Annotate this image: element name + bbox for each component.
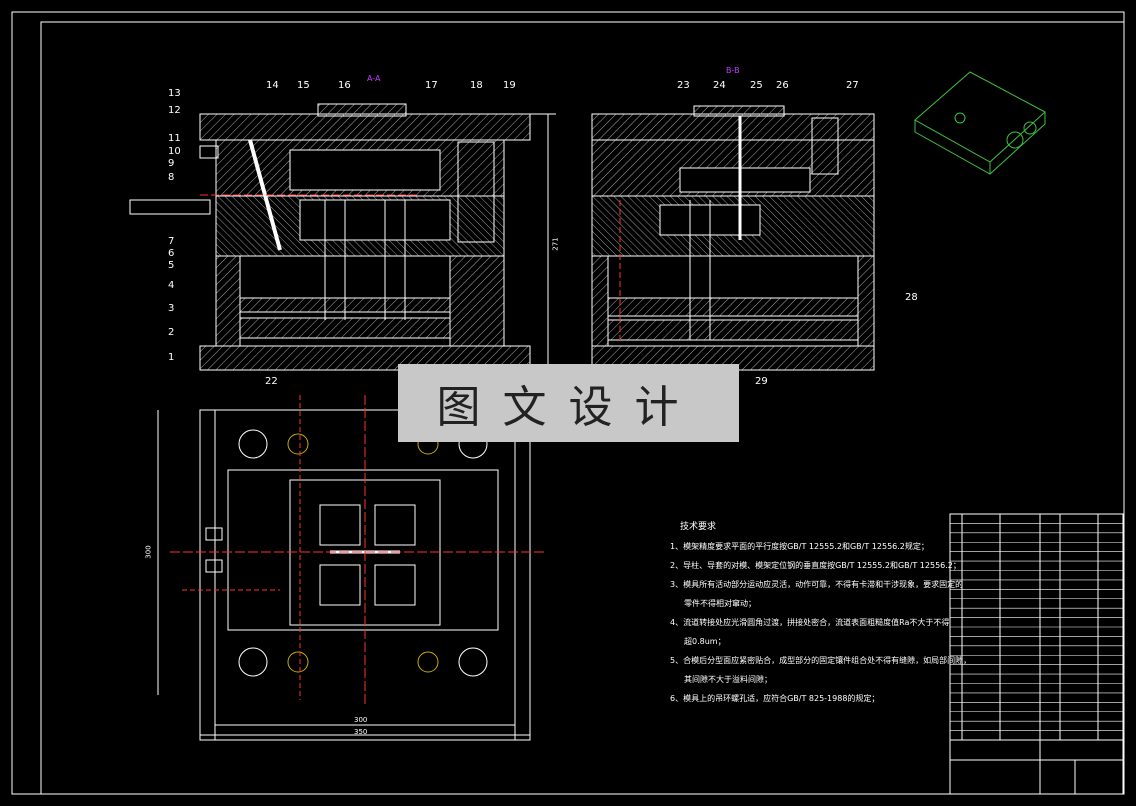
balloon-27: 27 bbox=[846, 80, 859, 91]
balloon-12: 12 bbox=[168, 105, 181, 116]
balloon-10: 10 bbox=[168, 146, 181, 157]
note-line: 4、流道转接处应光滑圆角过渡，拼接处密合，流道表面粗糙度值Ra不大于不得 bbox=[670, 618, 950, 627]
balloon-6: 6 bbox=[168, 248, 175, 259]
watermark-banner: 图文设计 bbox=[398, 364, 739, 442]
balloon-4: 4 bbox=[168, 280, 175, 291]
balloon-13: 13 bbox=[168, 88, 181, 99]
balloon-18: 18 bbox=[470, 80, 483, 91]
note-line: 2、导柱、导套的对模、模架定位钢的垂直度按GB/T 12555.2和GB/T 1… bbox=[670, 561, 961, 570]
section-a-view bbox=[129, 103, 556, 371]
note-line: 1、模架精度要求平面的平行度按GB/T 12555.2和GB/T 12556.2… bbox=[670, 542, 929, 551]
section-b-label: B-B bbox=[726, 66, 740, 75]
balloon-29: 29 bbox=[755, 376, 768, 387]
balloon-2: 2 bbox=[168, 327, 175, 338]
note-line: 5、合模后分型面应紧密贴合，成型部分的固定镶件组合处不得有缝隙，如局部间隙， bbox=[670, 656, 972, 665]
balloon-3: 3 bbox=[168, 303, 175, 314]
balloon-19: 19 bbox=[503, 80, 516, 91]
balloon-25: 25 bbox=[750, 80, 763, 91]
dim-width-inner: 300 bbox=[354, 716, 368, 724]
technical-requirements: 技术要求 1、模架精度要求平面的平行度按GB/T 12555.2和GB/T 12… bbox=[670, 518, 971, 708]
balloon-28: 28 bbox=[905, 292, 918, 303]
balloon-17: 17 bbox=[425, 80, 438, 91]
balloon-24: 24 bbox=[713, 80, 726, 91]
notes-title: 技术要求 bbox=[680, 522, 717, 532]
balloon-9: 9 bbox=[168, 158, 175, 169]
watermark-text: 图文设计 bbox=[436, 382, 701, 433]
balloon-15: 15 bbox=[297, 80, 310, 91]
plan-view bbox=[157, 395, 545, 741]
dim-width-outer: 350 bbox=[354, 728, 368, 736]
balloon-26: 26 bbox=[776, 80, 789, 91]
inner-border bbox=[40, 21, 1125, 795]
title-block-rows bbox=[950, 523, 1123, 731]
balloon-7: 7 bbox=[168, 236, 175, 247]
balloon-5: 5 bbox=[168, 260, 175, 271]
dim-plan-height: 300 bbox=[144, 545, 153, 559]
note-line: 3、模具所有活动部分运动应灵活，动作可靠，不得有卡滞和干涉现象，要求固定的 bbox=[670, 580, 964, 589]
balloon-1: 1 bbox=[168, 352, 175, 363]
note-line: 6、模具上的吊环螺孔适，应符合GB/T 825-1988的规定； bbox=[670, 694, 880, 703]
section-a-label: A-A bbox=[367, 74, 381, 83]
section-b-view bbox=[591, 105, 875, 371]
dim-height: 271 bbox=[551, 237, 560, 251]
balloon-14: 14 bbox=[266, 80, 279, 91]
note-line: 零件不得相对窜动； bbox=[684, 599, 756, 608]
note-line: 超0.8um； bbox=[684, 637, 726, 646]
balloon-11: 11 bbox=[168, 133, 181, 144]
balloon-23: 23 bbox=[677, 80, 690, 91]
balloon-8: 8 bbox=[168, 172, 175, 183]
note-line: 其间隙不大于溢料间隙； bbox=[684, 675, 772, 684]
balloon-16: 16 bbox=[338, 80, 351, 91]
title-block bbox=[949, 513, 1124, 795]
isometric-part-view bbox=[914, 71, 1046, 175]
balloon-22: 22 bbox=[265, 376, 278, 387]
